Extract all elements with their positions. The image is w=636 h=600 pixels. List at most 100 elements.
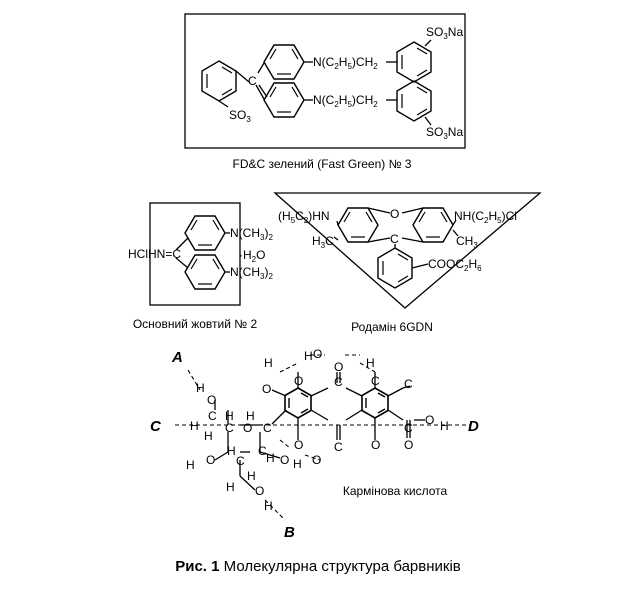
carminic-atom-o2: O	[334, 360, 343, 374]
carminic-atom-o13: O	[312, 453, 321, 467]
figure-caption-text: Молекулярна структура барвників	[223, 558, 461, 575]
carminic-atom-c8: C	[404, 421, 413, 435]
carminic-atom-o7: O	[294, 438, 303, 452]
svg-text:NH(C2H5)Cl: NH(C2H5)Cl	[454, 209, 517, 225]
point-label-c: C	[150, 418, 162, 435]
rhodamine-central-carbon: C	[390, 232, 399, 246]
svg-text:SO3Na: SO3Na	[426, 25, 463, 41]
svg-text:CH3: CH3	[456, 234, 478, 250]
svg-text:SO3: SO3	[229, 108, 251, 124]
carminic-atom-h13: H	[293, 457, 302, 471]
carminic-atom-o11: O	[206, 453, 215, 467]
basic-yellow-frame	[149, 202, 241, 306]
carminic-atom-h3: H	[366, 356, 375, 370]
carminic-ring-right	[361, 387, 389, 419]
carminic-atom-o1: O	[313, 347, 322, 361]
fast-green-ring-lower-aryl	[263, 82, 305, 118]
fast-green-ring-sulfophenyl	[201, 60, 237, 102]
svg-text:N(C2H5)CH2: N(C2H5)CH2	[313, 55, 378, 71]
carminic-atom-o9: O	[404, 438, 413, 452]
carminic-atom-o10: O	[425, 413, 434, 427]
figure-caption: Рис. 1 Молекулярна структура барвників	[0, 558, 636, 575]
carminic-atom-c2: C	[371, 374, 380, 388]
basic-yellow-name: Основний жовтий № 2	[133, 317, 258, 331]
fast-green-carbon: C	[248, 74, 257, 88]
fast-green-lower-so3na: SO	[426, 125, 443, 139]
carminic-atom-o3: O	[262, 382, 271, 396]
carminic-atom-o5: O	[207, 393, 216, 407]
rhodamine-left-methyl: H	[312, 234, 321, 248]
svg-text:·H2O: ·H2O	[239, 248, 265, 264]
svg-text:H3C: H3C	[312, 234, 334, 250]
rhodamine-ring-left	[337, 207, 379, 243]
carminic-atom-h10: H	[186, 458, 195, 472]
carminic-atom-c10: C	[258, 444, 267, 458]
fast-green-ring-upper-aryl	[263, 44, 305, 80]
rhodamine-xanthene-oxygen: O	[390, 207, 399, 221]
carminic-atom-h4: H	[196, 381, 205, 395]
basic-yellow-ring-upper	[184, 215, 226, 251]
carminic-atom-c6: C	[263, 421, 272, 435]
fast-green-ring-upper-sulfobenzyl	[396, 41, 432, 83]
rhodamine-right-methyl: CH	[456, 234, 473, 248]
carminic-acid-name: Кармінова кислота	[343, 484, 448, 498]
basic-yellow-lower-amine: N(CH	[230, 265, 260, 279]
carminic-atom-c3: C	[404, 377, 413, 391]
point-label-b: B	[284, 524, 295, 541]
fast-green-structure: C SO3 N(C2H5)CH2 N(C2H5)CH2 SO3Na SO3Na …	[184, 13, 466, 171]
fast-green-lower-amine: N(C	[313, 93, 335, 107]
carminic-atom-h2: H	[304, 349, 313, 363]
carminic-atom-h11: H	[227, 444, 236, 458]
carminic-atom-h16: H	[264, 499, 273, 513]
fast-green-name: FD&C зелений (Fast Green) № 3	[233, 157, 412, 171]
fast-green-ring-lower-sulfobenzyl	[396, 80, 432, 122]
carminic-atom-h15: H	[247, 469, 256, 483]
svg-text:(H5C2)HN: (H5C2)HN	[278, 209, 330, 225]
fast-green-frame	[184, 13, 466, 149]
carminic-atom-h9: H	[440, 419, 449, 433]
carminic-atom-c1: C	[334, 375, 343, 389]
rhodamine-ester: COOC	[428, 257, 464, 271]
carminic-atom-o12: O	[280, 453, 289, 467]
carminic-atom-c7: C	[334, 440, 343, 454]
carminic-atom-h7: H	[190, 419, 199, 433]
svg-text:COOC2H6: COOC2H6	[428, 257, 482, 273]
rhodamine-ring-right	[412, 207, 454, 243]
carminic-atom-h1: H	[264, 356, 273, 370]
carminic-atom-o14: O	[255, 484, 264, 498]
fast-green-upper-amine: N(C	[313, 55, 335, 69]
basic-yellow-ring-lower	[184, 254, 226, 290]
carminic-atom-h14: H	[226, 480, 235, 494]
carminic-atom-o8: O	[371, 438, 380, 452]
basic-yellow-structure: HClHN=C N(CH3)2 ·H2O N(CH3)2 Основний жо…	[128, 202, 273, 331]
rhodamine-left-amine: (H	[278, 209, 291, 223]
rhodamine-frame	[273, 192, 542, 309]
carminic-atom-h12: H	[266, 451, 275, 465]
rhodamine-ring-phenyl	[377, 247, 413, 289]
svg-text:N(CH3)2: N(CH3)2	[230, 226, 273, 242]
carminic-atom-h5: H	[225, 409, 234, 423]
point-label-d: D	[468, 418, 479, 435]
fast-green-upper-so3na: SO	[426, 25, 443, 39]
carminic-atom-h8: H	[204, 429, 213, 443]
rhodamine-structure: O C (H5C2)HN NH(C2H5)Cl H3C CH3 COOC2H6 …	[273, 192, 542, 334]
svg-text:SO3Na: SO3Na	[426, 125, 463, 141]
carminic-ring-left	[284, 387, 312, 419]
figure-number: Рис. 1	[175, 558, 220, 575]
carminic-atom-h6: H	[246, 409, 255, 423]
carminic-acid-structure: H O H O H O O C C C H O C H H H H C O C …	[150, 347, 479, 541]
basic-yellow-water: ·H	[239, 248, 252, 262]
carminic-atom-c9: C	[236, 454, 245, 468]
carminic-atom-c4: C	[208, 409, 217, 423]
carminic-atom-o6: O	[243, 421, 252, 435]
carminic-atom-c5: C	[225, 421, 234, 435]
point-label-a: A	[171, 349, 183, 366]
svg-text:N(C2H5)CH2: N(C2H5)CH2	[313, 93, 378, 109]
carminic-atom-o4: O	[294, 374, 303, 388]
rhodamine-right-amine: NH(C	[454, 209, 484, 223]
rhodamine-name: Родамін 6GDN	[351, 320, 433, 334]
svg-text:N(CH3)2: N(CH3)2	[230, 265, 273, 281]
basic-yellow-upper-amine: N(CH	[230, 226, 260, 240]
basic-yellow-imine: HClHN=C	[128, 247, 181, 261]
